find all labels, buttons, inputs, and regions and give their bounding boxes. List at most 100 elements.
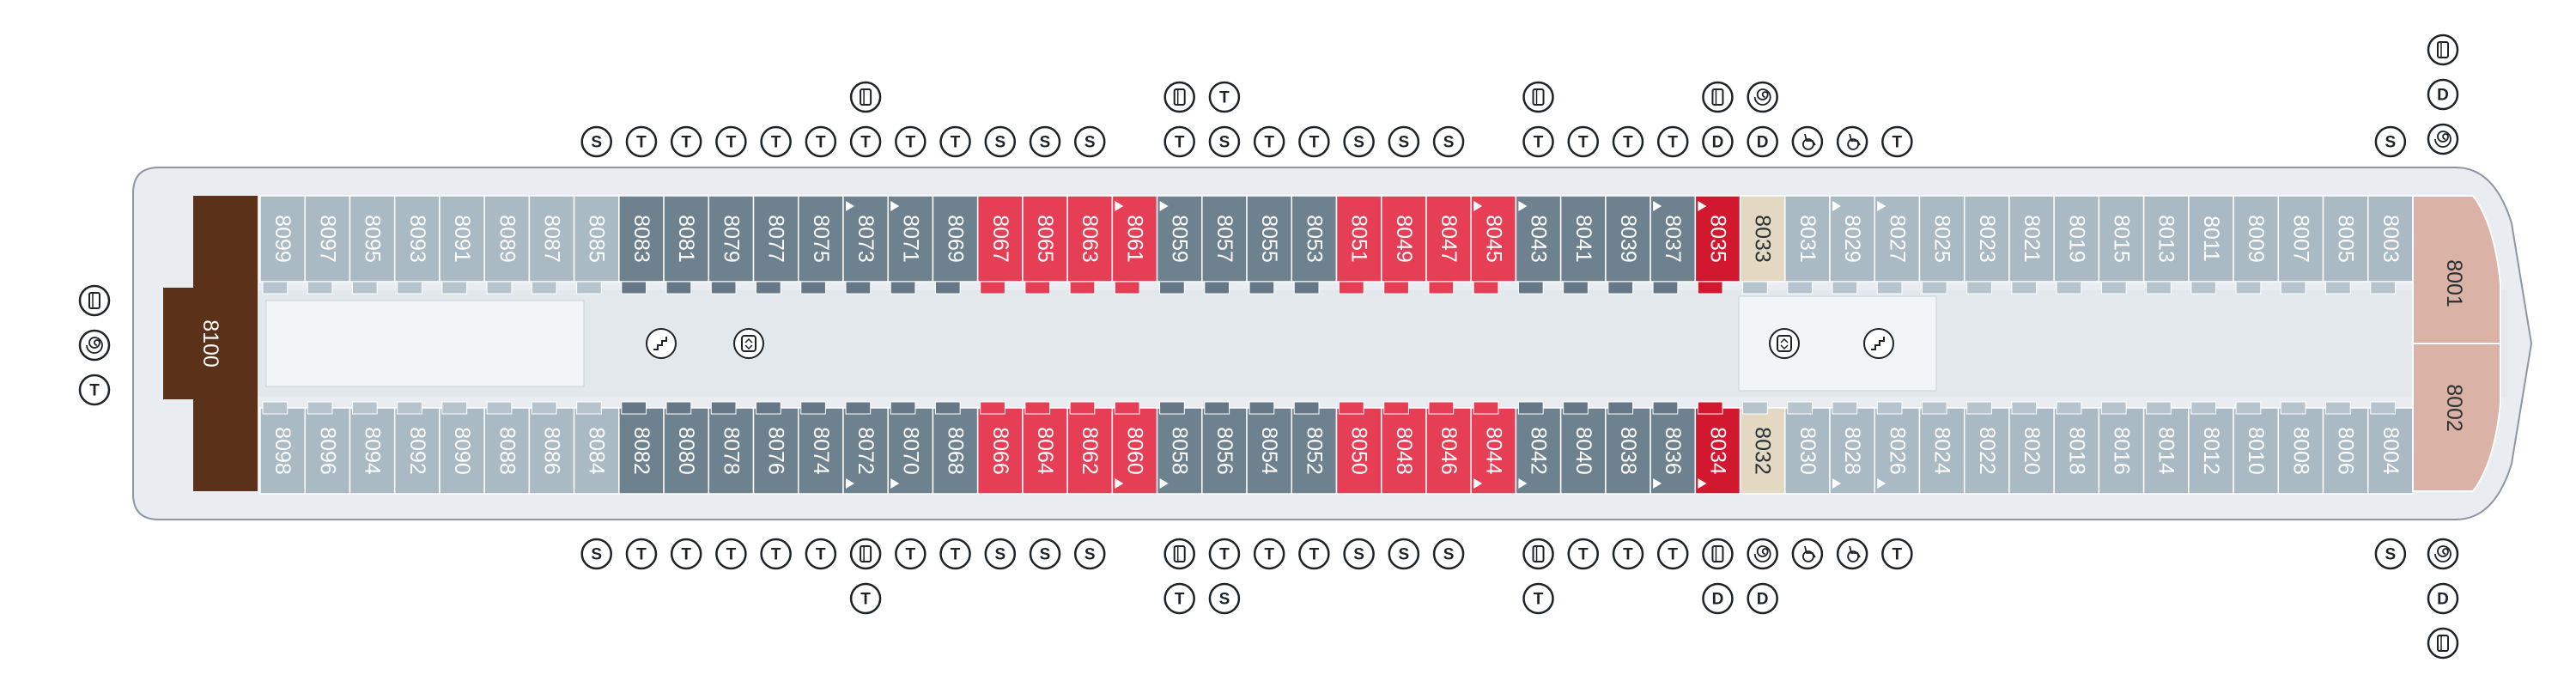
cabin-8056[interactable]: 8056 <box>1201 401 1248 495</box>
cabin-8074[interactable]: 8074 <box>798 401 844 495</box>
cabin-8069[interactable]: 8069 <box>932 195 979 295</box>
cabin-8085[interactable]: 8085 <box>573 195 620 295</box>
cabin-8025[interactable]: 8025 <box>1918 195 1965 295</box>
cabin-8064[interactable]: 8064 <box>1022 401 1068 495</box>
cabin-8033[interactable]: 8033 <box>1739 195 1786 295</box>
cabin-8098[interactable]: 8098 <box>259 401 306 495</box>
cabin-8090[interactable]: 8090 <box>439 401 485 495</box>
cabin-8071[interactable]: 8071 <box>887 195 934 295</box>
cabin-8084[interactable]: 8084 <box>573 401 620 495</box>
cabin-8073[interactable]: 8073 <box>842 195 889 295</box>
cabin-8079[interactable]: 8079 <box>708 195 755 295</box>
cabin-8088[interactable]: 8088 <box>483 401 531 495</box>
cabin-8039[interactable]: 8039 <box>1605 195 1651 295</box>
cabin-8029[interactable]: 8029 <box>1829 195 1875 295</box>
cabin-8007[interactable]: 8007 <box>2277 195 2324 295</box>
cabin-8014[interactable]: 8014 <box>2142 401 2190 495</box>
cabin-8049[interactable]: 8049 <box>1380 195 1427 295</box>
cabin-8019[interactable]: 8019 <box>2053 195 2100 295</box>
cabin-8003[interactable]: 8003 <box>2367 195 2414 295</box>
cabin-8016[interactable]: 8016 <box>2098 401 2145 495</box>
cabin-8062[interactable]: 8062 <box>1066 401 1114 495</box>
cabin-8089[interactable]: 8089 <box>483 195 531 295</box>
cabin-8043[interactable]: 8043 <box>1515 195 1562 295</box>
cabin-8095[interactable]: 8095 <box>349 195 396 295</box>
cabin-8072[interactable]: 8072 <box>842 401 889 495</box>
cabin-8006[interactable]: 8006 <box>2322 401 2369 495</box>
cabin-8021[interactable]: 8021 <box>2008 195 2055 295</box>
cabin-8030[interactable]: 8030 <box>1784 401 1831 495</box>
cabin-8041[interactable]: 8041 <box>1559 195 1607 295</box>
cabin-8009[interactable]: 8009 <box>2233 195 2280 295</box>
cabin-8052[interactable]: 8052 <box>1291 401 1338 495</box>
cabin-8078[interactable]: 8078 <box>708 401 755 495</box>
suite-8001[interactable]: 8001 <box>2412 195 2501 344</box>
suite-8100[interactable]: 8100 <box>163 196 258 491</box>
cabin-8070[interactable]: 8070 <box>887 401 934 495</box>
cabin-8023[interactable]: 8023 <box>1963 195 2010 295</box>
cabin-8015[interactable]: 8015 <box>2098 195 2145 295</box>
cabin-8081[interactable]: 8081 <box>663 195 710 295</box>
cabin-8010[interactable]: 8010 <box>2233 401 2280 495</box>
suite-8002[interactable]: 8002 <box>2412 343 2501 492</box>
cabin-8083[interactable]: 8083 <box>618 195 665 295</box>
cabin-8054[interactable]: 8054 <box>1246 401 1293 495</box>
cabin-8087[interactable]: 8087 <box>528 195 575 295</box>
cabin-8099[interactable]: 8099 <box>259 195 306 295</box>
cabin-8005[interactable]: 8005 <box>2322 195 2369 295</box>
cabin-8024[interactable]: 8024 <box>1918 401 1965 495</box>
cabin-8031[interactable]: 8031 <box>1784 195 1831 295</box>
svg-text:T: T <box>860 591 871 609</box>
cabin-8011[interactable]: 8011 <box>2188 195 2234 295</box>
cabin-8060[interactable]: 8060 <box>1111 401 1158 495</box>
cabin-8094[interactable]: 8094 <box>349 401 396 495</box>
cabin-8045[interactable]: 8045 <box>1470 195 1517 295</box>
cabin-8004[interactable]: 8004 <box>2367 401 2414 495</box>
cabin-8065[interactable]: 8065 <box>1022 195 1068 295</box>
cabin-8093[interactable]: 8093 <box>393 195 440 295</box>
cabin-8058[interactable]: 8058 <box>1156 401 1203 495</box>
cabin-8028[interactable]: 8028 <box>1829 401 1875 495</box>
cabin-8020[interactable]: 8020 <box>2008 401 2055 495</box>
cabin-8097[interactable]: 8097 <box>304 195 351 295</box>
cabin-8018[interactable]: 8018 <box>2053 401 2100 495</box>
cabin-8026[interactable]: 8026 <box>1874 401 1921 495</box>
cabin-8063[interactable]: 8063 <box>1066 195 1114 295</box>
cabin-8080[interactable]: 8080 <box>663 401 710 495</box>
cabin-8066[interactable]: 8066 <box>976 401 1024 495</box>
cabin-8082[interactable]: 8082 <box>618 401 665 495</box>
cabin-8012[interactable]: 8012 <box>2188 401 2234 495</box>
cabin-8096[interactable]: 8096 <box>304 401 351 495</box>
cabin-8050[interactable]: 8050 <box>1335 401 1382 495</box>
cabin-8042[interactable]: 8042 <box>1515 401 1562 495</box>
cabin-8038[interactable]: 8038 <box>1605 401 1651 495</box>
cabin-8037[interactable]: 8037 <box>1649 195 1697 295</box>
cabin-8091[interactable]: 8091 <box>439 195 485 295</box>
cabin-8059[interactable]: 8059 <box>1156 195 1203 295</box>
cabin-8075[interactable]: 8075 <box>798 195 844 295</box>
cabin-8086[interactable]: 8086 <box>528 401 575 495</box>
cabin-8053[interactable]: 8053 <box>1291 195 1338 295</box>
cabin-8055[interactable]: 8055 <box>1246 195 1293 295</box>
cabin-8068[interactable]: 8068 <box>932 401 979 495</box>
cabin-8013[interactable]: 8013 <box>2142 195 2190 295</box>
cabin-8067[interactable]: 8067 <box>976 195 1024 295</box>
cabin-8048[interactable]: 8048 <box>1380 401 1427 495</box>
cabin-8008[interactable]: 8008 <box>2277 401 2324 495</box>
cabin-8092[interactable]: 8092 <box>393 401 440 495</box>
cabin-8022[interactable]: 8022 <box>1963 401 2010 495</box>
cabin-8036[interactable]: 8036 <box>1649 401 1697 495</box>
cabin-8046[interactable]: 8046 <box>1425 401 1472 495</box>
cabin-8077[interactable]: 8077 <box>752 195 799 295</box>
cabin-8035[interactable]: 8035 <box>1694 195 1741 295</box>
cabin-8076[interactable]: 8076 <box>752 401 799 495</box>
cabin-8044[interactable]: 8044 <box>1470 401 1517 495</box>
cabin-8027[interactable]: 8027 <box>1874 195 1921 295</box>
cabin-8047[interactable]: 8047 <box>1425 195 1472 295</box>
cabin-8032[interactable]: 8032 <box>1739 401 1786 495</box>
cabin-8040[interactable]: 8040 <box>1559 401 1607 495</box>
cabin-8061[interactable]: 8061 <box>1111 195 1158 295</box>
cabin-8057[interactable]: 8057 <box>1201 195 1248 295</box>
cabin-8034[interactable]: 8034 <box>1694 401 1741 495</box>
cabin-8051[interactable]: 8051 <box>1335 195 1382 295</box>
